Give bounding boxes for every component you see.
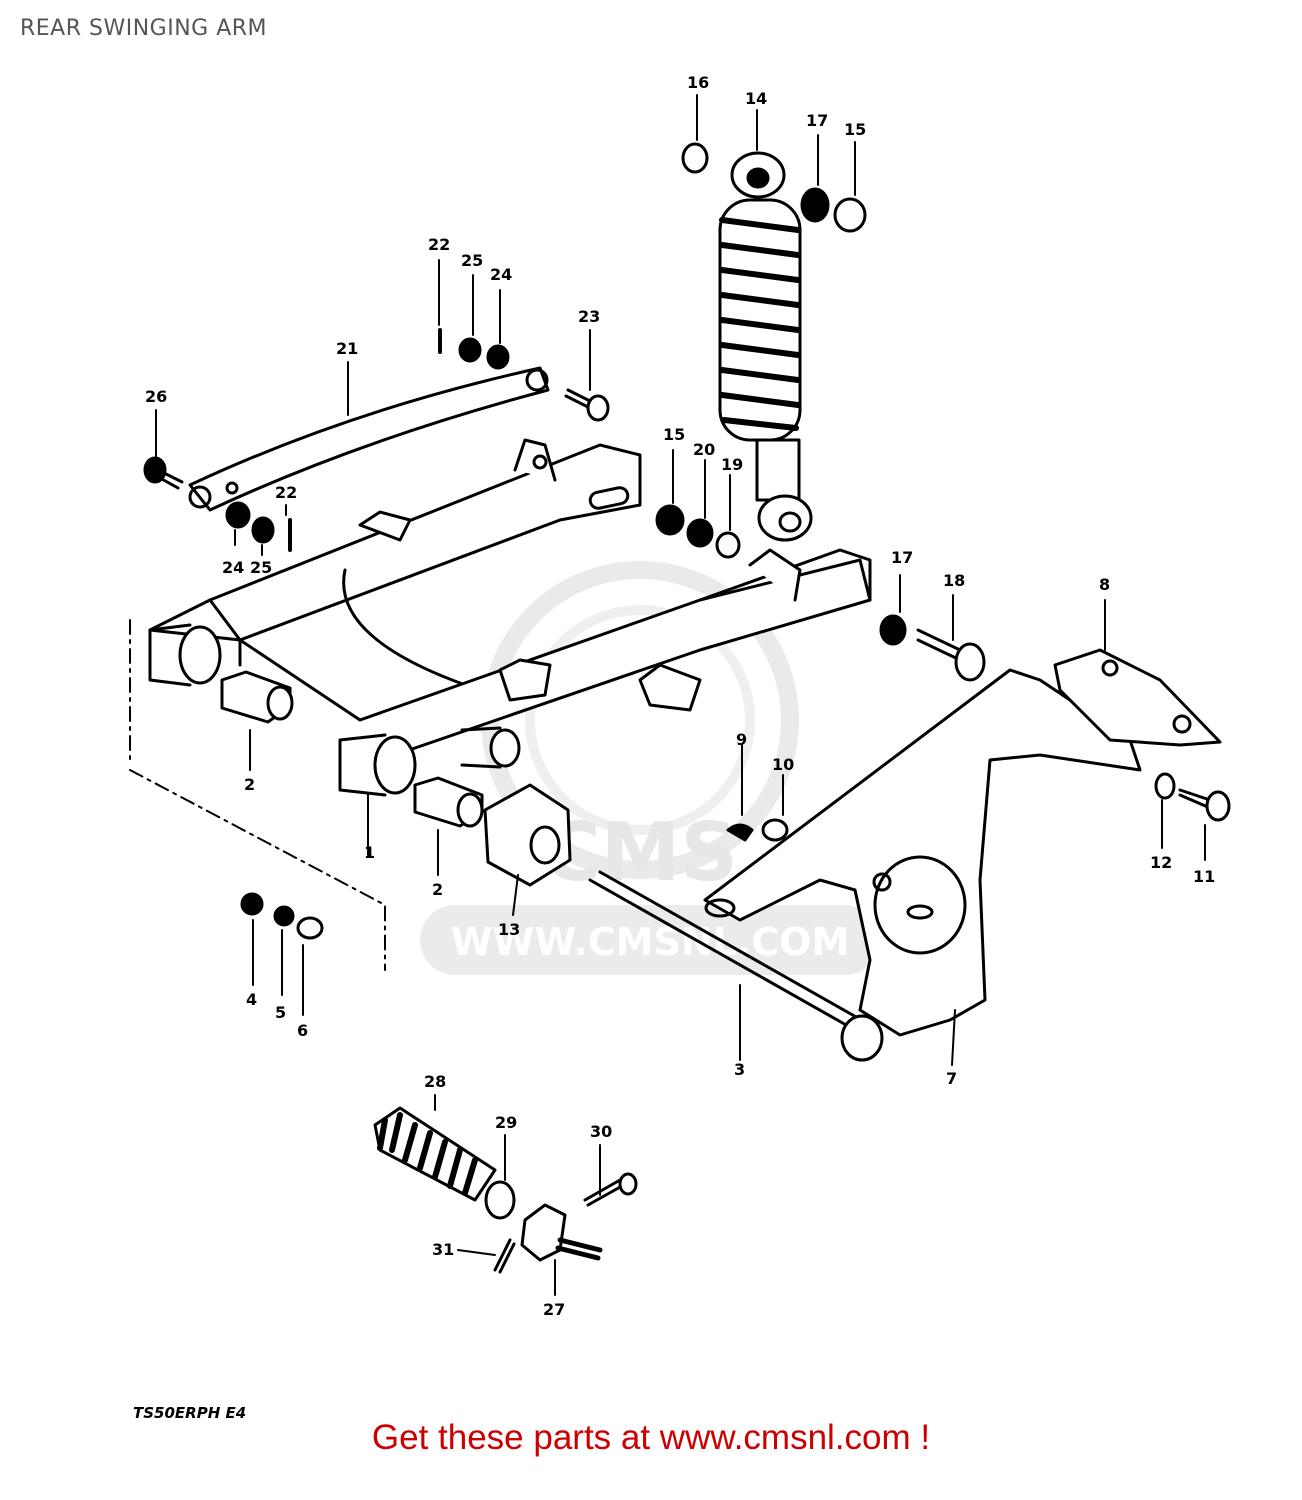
bushing-left [220, 670, 294, 724]
watermark: CMS WWW.CMSNL.COM [420, 561, 880, 975]
callout-21: 21 [336, 339, 358, 358]
washer-17-top [800, 187, 830, 223]
callout-5: 5 [275, 1003, 286, 1022]
callout-6: 6 [297, 1021, 308, 1040]
washer-25-bottom [251, 516, 275, 544]
callout-29: 29 [495, 1113, 517, 1132]
screw-9 [726, 823, 754, 842]
swing-arm [148, 438, 872, 797]
washer-spring [273, 905, 295, 927]
bushing-right [413, 776, 484, 828]
callout-15: 15 [844, 120, 866, 139]
callout-25: 25 [461, 251, 483, 270]
washer-19 [715, 531, 741, 559]
callout-22: 22 [428, 235, 450, 254]
bolt-18 [916, 628, 986, 682]
callout-12: 12 [1150, 853, 1172, 872]
nut-15-bottom [655, 504, 685, 536]
washer-29 [484, 1180, 516, 1220]
callout-24: 24 [490, 265, 512, 284]
torque-link [188, 366, 550, 512]
callout-22: 22 [275, 483, 297, 502]
callout-18: 18 [943, 571, 965, 590]
nut-24-bottom [225, 501, 251, 529]
callout-27: 27 [543, 1300, 565, 1319]
rear-shock [718, 151, 813, 542]
page-title: REAR SWINGING ARM [20, 16, 268, 41]
watermark-url: WWW.CMSNL.COM [451, 920, 850, 964]
washer-20 [686, 518, 714, 548]
pin-30 [583, 1172, 638, 1207]
callout-31: 31 [432, 1240, 454, 1259]
washer-plain [296, 916, 324, 940]
watermark-logo: CMS [542, 806, 738, 899]
footrest-rubber [373, 1106, 497, 1202]
nut [240, 892, 264, 916]
model-code: TS50ERPH E4 [133, 1404, 246, 1422]
callout-26: 26 [145, 387, 167, 406]
callout-28: 28 [424, 1072, 446, 1091]
callout-23: 23 [578, 307, 600, 326]
callout-20: 20 [693, 440, 715, 459]
callout-24: 24 [222, 558, 244, 577]
washer-25-top [458, 337, 482, 363]
callout-2: 2 [244, 775, 255, 794]
cotter-pin-31 [493, 1238, 516, 1274]
assembly-outline [129, 619, 386, 971]
callout-4: 4 [246, 990, 257, 1009]
callout-15: 15 [663, 425, 685, 444]
leader-lines [155, 94, 1206, 1296]
nut-24-top [486, 344, 510, 370]
callout-3: 3 [734, 1060, 745, 1079]
washer-17-bottom [879, 614, 907, 646]
callout-8: 8 [1099, 575, 1110, 594]
washer-10 [761, 818, 789, 842]
callout-11: 11 [1193, 867, 1215, 886]
washer-12 [1154, 772, 1176, 800]
callout-19: 19 [721, 455, 743, 474]
bolt-23 [564, 388, 610, 422]
callout-labels: 1 2 2 3 4 5 6 7 8 9 10 11 12 13 14 15 15… [145, 73, 1215, 1319]
callout-17: 17 [891, 548, 913, 567]
chain-case [703, 668, 1142, 1037]
callout-17: 17 [806, 111, 828, 130]
callout-13: 13 [498, 920, 520, 939]
callout-7: 7 [946, 1069, 957, 1088]
callout-14: 14 [745, 89, 767, 108]
bolt-11 [1178, 788, 1231, 822]
washer-16 [681, 142, 709, 174]
bolt-26 [143, 456, 184, 490]
pivot-shaft [588, 870, 884, 1062]
nut-15-top [833, 197, 867, 233]
callout-9: 9 [736, 730, 747, 749]
callout-16: 16 [687, 73, 709, 92]
callout-30: 30 [590, 1122, 612, 1141]
spacer [483, 783, 572, 887]
chain-case-bracket [1053, 648, 1222, 747]
callout-2: 2 [432, 880, 443, 899]
callout-10: 10 [772, 755, 794, 774]
footer-promo[interactable]: Get these parts at www.cmsnl.com ! [371, 1418, 931, 1457]
callout-25: 25 [250, 558, 272, 577]
footrest-bracket [520, 1203, 603, 1262]
callout-1: 1 [364, 843, 375, 862]
